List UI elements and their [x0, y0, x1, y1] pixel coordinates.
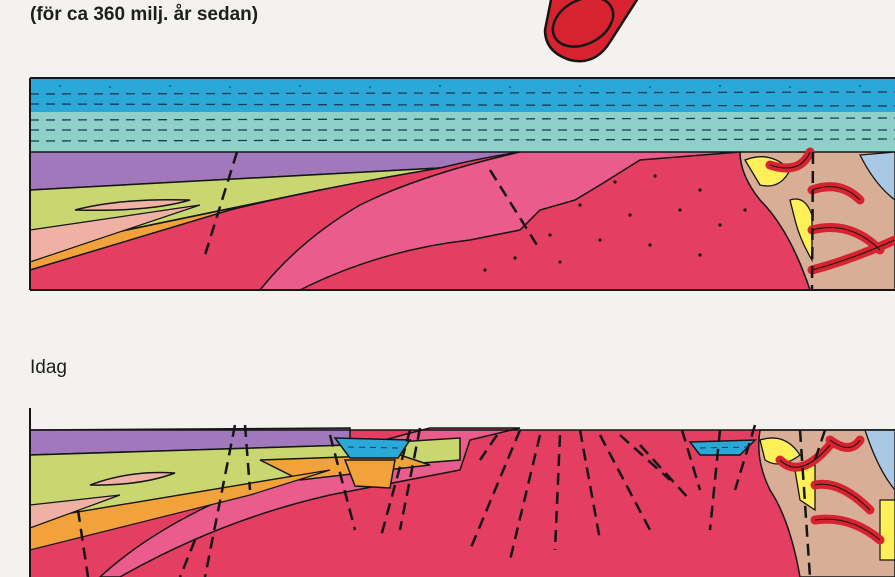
cross-section-past-svg — [0, 0, 895, 300]
sea-layer — [30, 78, 895, 112]
cross-section-today-svg — [0, 400, 895, 577]
meteorite-icon — [544, 0, 640, 61]
cross-section-today — [0, 400, 895, 577]
sediment-layer — [30, 112, 895, 152]
cross-section-past — [0, 0, 895, 300]
caption-today: Idag — [30, 357, 67, 379]
